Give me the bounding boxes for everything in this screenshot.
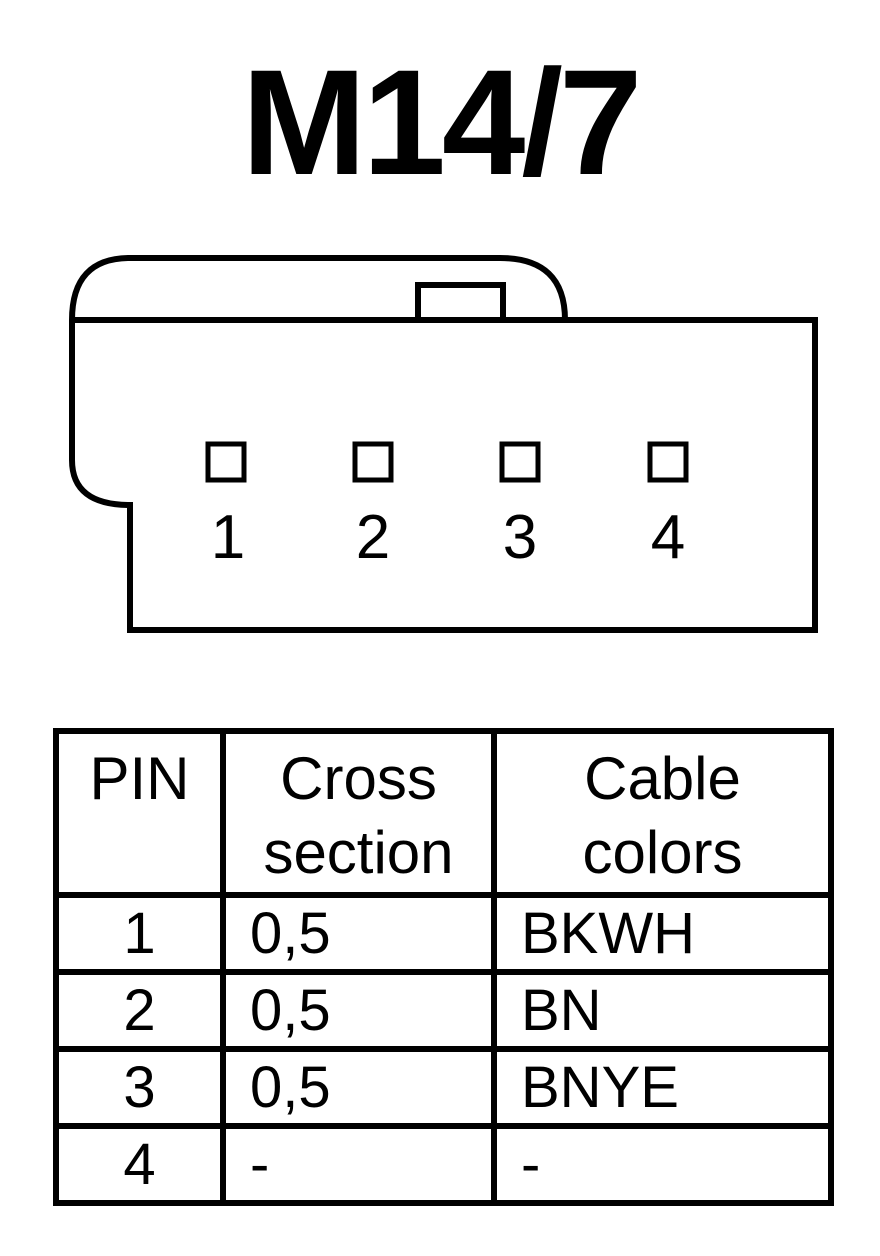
cell-cable-color: BN bbox=[491, 969, 834, 1052]
cell-cross-section: 0,5 bbox=[220, 969, 497, 1052]
cell-pin: 3 bbox=[53, 1046, 226, 1129]
pin-contact-2 bbox=[352, 441, 394, 483]
header-cable-colors: Cable colors bbox=[491, 728, 834, 898]
pin-label-1: 1 bbox=[211, 503, 245, 572]
cell-cross-section: - bbox=[220, 1123, 497, 1206]
table-header-row: PIN Cross section Cable colors bbox=[53, 728, 834, 898]
cell-pin: 4 bbox=[53, 1123, 226, 1206]
cell-cable-color: BKWH bbox=[491, 892, 834, 975]
cell-cross-section: 0,5 bbox=[220, 1046, 497, 1129]
cell-cross-section: 0,5 bbox=[220, 892, 497, 975]
table-row: 1 0,5 BKWH bbox=[53, 892, 834, 975]
cell-cable-color: - bbox=[491, 1123, 834, 1206]
pin-label-3: 3 bbox=[503, 503, 537, 572]
table-row: 3 0,5 BNYE bbox=[53, 1046, 834, 1129]
table-row: 2 0,5 BN bbox=[53, 969, 834, 1052]
pin-contact-1 bbox=[205, 441, 247, 483]
cell-pin: 1 bbox=[53, 892, 226, 975]
pin-contact-3 bbox=[499, 441, 541, 483]
locking-tab bbox=[415, 282, 506, 320]
header-pin: PIN bbox=[53, 728, 226, 898]
pin-assignment-table: PIN Cross section Cable colors 1 0,5 BKW… bbox=[53, 728, 834, 1206]
pin-label-4: 4 bbox=[651, 503, 685, 572]
connector-housing bbox=[69, 255, 818, 633]
table-row: 4 - - bbox=[53, 1123, 834, 1206]
connector-diagram: 1 2 3 4 bbox=[69, 255, 818, 633]
cell-pin: 2 bbox=[53, 969, 226, 1052]
connector-title: M14/7 bbox=[241, 38, 643, 206]
pin-label-2: 2 bbox=[356, 503, 390, 572]
cell-cable-color: BNYE bbox=[491, 1046, 834, 1129]
header-cross-section: Cross section bbox=[220, 728, 497, 898]
pin-contact-4 bbox=[647, 441, 689, 483]
